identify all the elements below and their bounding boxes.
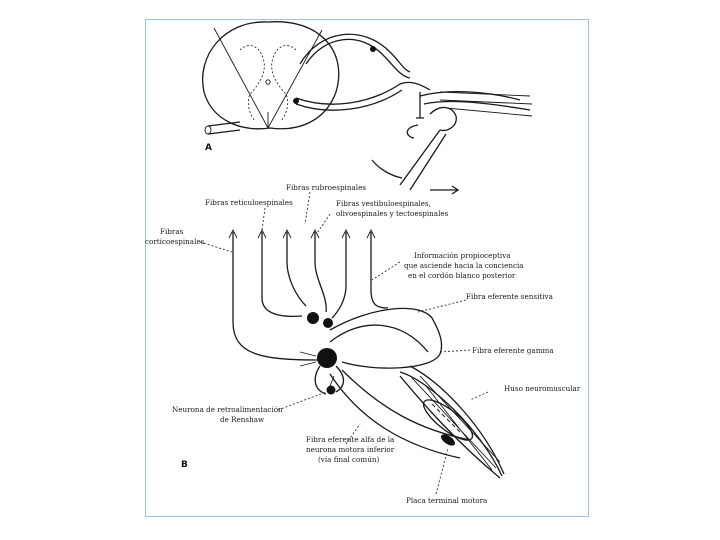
label-rubroespinales: Fibras rubroespinales (286, 183, 366, 192)
label-propioceptiva-2: que asciende hacia la conciencia (404, 261, 524, 270)
label-eferente-sensitiva: Fibra eferente sensitiva (466, 292, 554, 301)
label-corticoespinales-2: corticoespinales (145, 237, 205, 246)
label-eferente-alfa-2: neurona motora inferior (306, 445, 395, 454)
label-reticuloespinales: Fibras reticuloespinales (205, 198, 293, 207)
muscle-spindle (399, 365, 505, 479)
panel-a-label: A (205, 143, 212, 153)
descending-tracts (228, 228, 389, 361)
label-vestibuloespinales-2: olivoespinales y tectoespinales (336, 209, 449, 218)
motor-neuron-pool (299, 307, 471, 459)
label-placa-motora: Placa terminal motora (406, 496, 488, 505)
panel-b-label: B (181, 460, 188, 470)
label-renshaw-2: de Renshaw (220, 415, 265, 424)
label-eferente-alfa-3: (vía final común) (318, 455, 379, 464)
label-renshaw-1: Neurona de retroalimentación (172, 405, 283, 414)
spinal-cord-section (202, 21, 533, 195)
label-propioceptiva-1: Información propioceptiva (414, 251, 511, 260)
label-propioceptiva-3: en el cordón blanco posterior (408, 271, 516, 280)
label-huso-neuromuscular: Huso neuromuscular (504, 384, 581, 393)
label-vestibuloespinales-1: Fibras vestibuloespinales, (336, 199, 431, 208)
label-corticoespinales-1: Fibras (160, 227, 184, 236)
label-eferente-alfa-1: Fibra eferente alfa de la (306, 435, 395, 444)
figure-frame (145, 19, 589, 517)
leader-lines (199, 191, 489, 495)
label-eferente-gamma: Fibra eferente gamma (472, 346, 554, 355)
